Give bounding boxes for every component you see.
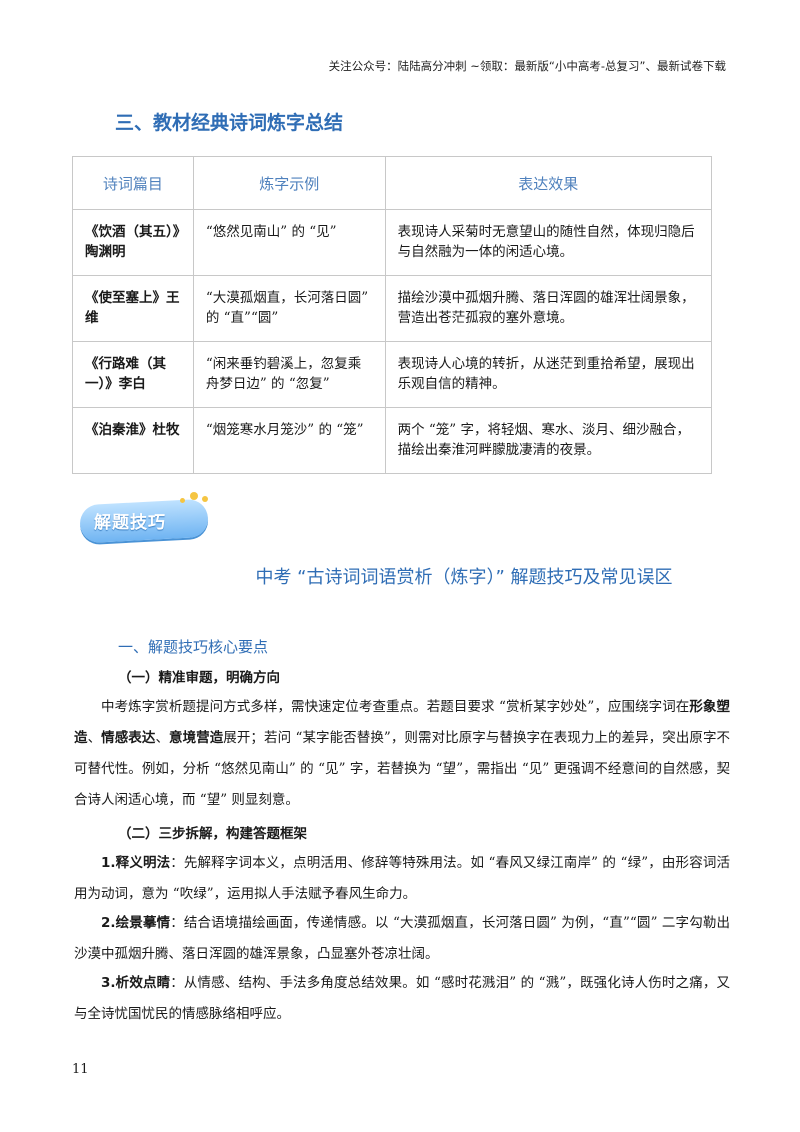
table-row: 《行路难（其一）》李白 “闲来垂钓碧溪上，忽复乘舟梦日边” 的 “忽复” 表现诗… bbox=[72, 341, 713, 408]
step-paragraph: 3.析效点睛：从情感、结构、手法多角度总结效果。如 “感时花溅泪” 的 “溅”，… bbox=[74, 968, 730, 1030]
effect-cell: 描绘沙漠中孤烟升腾、落日浑圆的雄浑壮阔景象，营造出苍茫孤寂的塞外意境。 bbox=[384, 275, 713, 342]
effect-cell: 两个 “笼” 字，将轻烟、寒水、淡月、细沙融合，描绘出秦淮河畔朦胧凄清的夜景。 bbox=[384, 407, 713, 474]
step-paragraph: 1.释义明法：先解释字词本义，点明活用、修辞等特殊用法。如 “春风又绿江南岸” … bbox=[74, 848, 730, 910]
badge-star-icon bbox=[190, 492, 198, 500]
badge-star-icon bbox=[202, 496, 208, 502]
step-label: 2.绘景摹情 bbox=[101, 915, 171, 931]
subsection-title: 一、解题技巧核心要点 bbox=[118, 638, 269, 656]
column-header: 炼字示例 bbox=[192, 156, 386, 210]
part2-heading: （二）三步拆解，构建答题框架 bbox=[118, 826, 307, 842]
step-label: 1.释义明法 bbox=[101, 855, 171, 871]
step-text: ：结合语境描绘画面，传递情感。以 “大漠孤烟直，长河落日圆” 为例，“直”“圆”… bbox=[74, 915, 730, 962]
poem-cell: 《饮酒（其五）》陶渊明 bbox=[72, 209, 194, 276]
paragraph-text: 展开；若问 “某字能否替换”，则需对比原字与替换字在表现力上的差异，突出原字不可… bbox=[74, 730, 731, 808]
badge-label: 解题技巧 bbox=[94, 513, 166, 533]
table-header-row: 诗词篇目 炼字示例 表达效果 bbox=[72, 156, 713, 210]
paragraph-text: 中考炼字赏析题提问方式多样，需快速定位考查重点。若题目要求 “赏析某字妙处”，应… bbox=[101, 699, 690, 715]
step-text: ：从情感、结构、手法多角度总结效果。如 “感时花溅泪” 的 “溅”，既强化诗人伤… bbox=[74, 975, 730, 1022]
separator: 、 bbox=[155, 730, 170, 746]
badge-star-icon bbox=[180, 498, 185, 503]
table-row: 《泊秦淮》杜牧 “烟笼寒水月笼沙” 的 “笼” 两个 “笼” 字，将轻烟、寒水、… bbox=[72, 407, 713, 474]
effect-cell: 表现诗人心境的转折，从迷茫到重拾希望，展现出乐观自信的精神。 bbox=[384, 341, 713, 408]
effect-cell: 表现诗人采菊时无意望山的随性自然，体现归隐后与自然融为一体的闲适心境。 bbox=[384, 209, 713, 276]
step-label: 3.析效点睛 bbox=[101, 975, 171, 991]
poem-cell: 《行路难（其一）》李白 bbox=[72, 341, 194, 408]
column-header: 诗词篇目 bbox=[72, 156, 194, 210]
table-row: 《饮酒（其五）》陶渊明 “悠然见南山” 的 “见” 表现诗人采菊时无意望山的随性… bbox=[72, 209, 713, 276]
keyword: 意境营造 bbox=[169, 730, 224, 746]
header-note: 关注公众号：陆陆高分冲刺 ~领取：最新版“小中高考-总复习”、最新试卷下载 bbox=[328, 59, 726, 73]
example-cell: “悠然见南山” 的 “见” bbox=[192, 209, 386, 276]
separator: 、 bbox=[87, 730, 102, 746]
example-cell: “烟笼寒水月笼沙” 的 “笼” bbox=[192, 407, 386, 474]
poem-table: 诗词篇目 炼字示例 表达效果 《饮酒（其五）》陶渊明 “悠然见南山” 的 “见”… bbox=[72, 156, 713, 474]
keyword: 形象塑造 bbox=[74, 699, 731, 746]
poem-cell: 《泊秦淮》杜牧 bbox=[72, 407, 194, 474]
step-paragraph: 2.绘景摹情：结合语境描绘画面，传递情感。以 “大漠孤烟直，长河落日圆” 为例，… bbox=[74, 908, 730, 970]
keyword: 情感表达 bbox=[101, 730, 156, 746]
page-number: 11 bbox=[72, 1062, 89, 1077]
column-header: 表达效果 bbox=[384, 156, 713, 210]
table-row: 《使至塞上》王维 “大漠孤烟直，长河落日圆” 的 “直”“圆” 描绘沙漠中孤烟升… bbox=[72, 275, 713, 342]
section-title: 三、教材经典诗词炼字总结 bbox=[115, 112, 344, 134]
part1-paragraph: 中考炼字赏析题提问方式多样，需快速定位考查重点。若题目要求 “赏析某字妙处”，应… bbox=[74, 692, 730, 816]
step-text: ：先解释字词本义，点明活用、修辞等特殊用法。如 “春风又绿江南岸” 的 “绿”，… bbox=[74, 855, 730, 902]
example-cell: “闲来垂钓碧溪上，忽复乘舟梦日边” 的 “忽复” bbox=[192, 341, 386, 408]
part1-heading: （一）精准审题，明确方向 bbox=[118, 670, 280, 686]
poem-cell: 《使至塞上》王维 bbox=[72, 275, 194, 342]
example-cell: “大漠孤烟直，长河落日圆” 的 “直”“圆” bbox=[192, 275, 386, 342]
main-title: 中考 “古诗词词语赏析（炼字）” 解题技巧及常见误区 bbox=[255, 567, 673, 588]
tips-badge: 解题技巧 bbox=[72, 490, 220, 548]
